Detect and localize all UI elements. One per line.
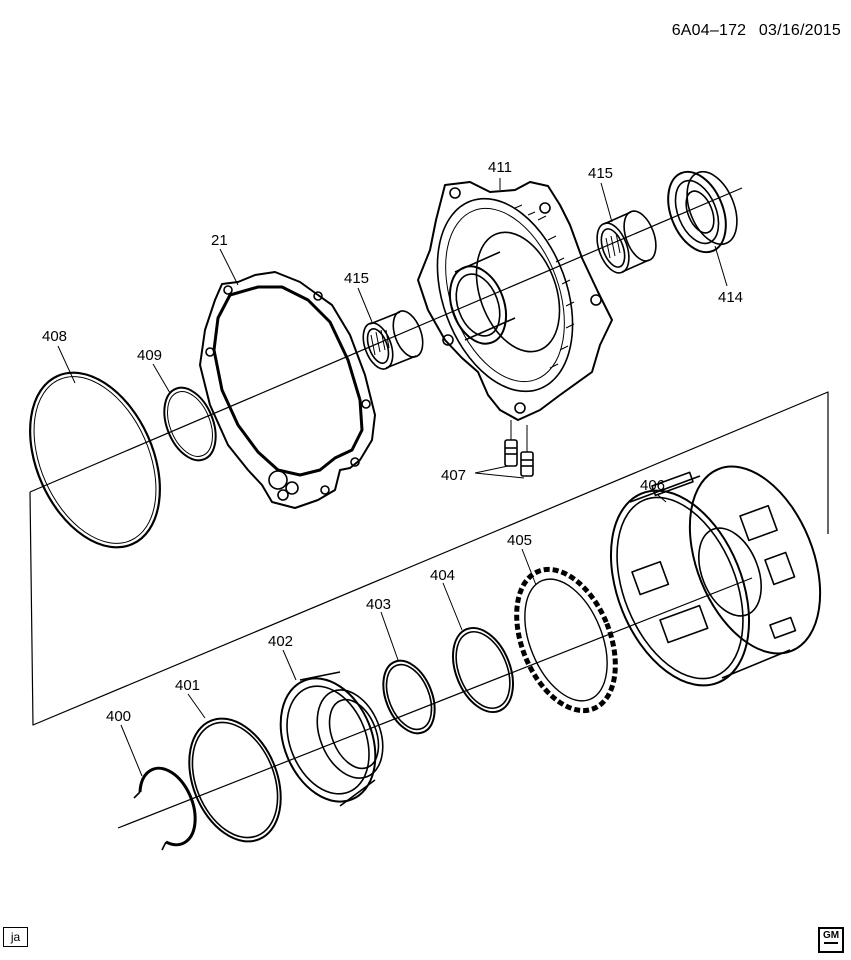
part-407-bolts xyxy=(474,420,534,479)
label-405: 405 xyxy=(507,532,532,549)
drawing-date: 03/16/2015 xyxy=(758,22,841,39)
label-415-left: 415 xyxy=(344,270,369,287)
label-400: 400 xyxy=(106,708,131,725)
part-405-clutch-plate xyxy=(514,566,618,714)
label-408: 408 xyxy=(42,328,67,345)
label-404: 404 xyxy=(430,567,455,584)
part-415-bearing-left xyxy=(362,310,424,370)
gm-logo-bar xyxy=(824,942,838,944)
label-403: 403 xyxy=(366,596,391,613)
leader-lines xyxy=(57,178,728,777)
label-401: 401 xyxy=(175,677,200,694)
part-403-ring xyxy=(382,659,436,735)
drawing-header: 6A04–172 03/16/2015 xyxy=(672,22,841,40)
callout-labels: 408 409 21 415 411 415 414 407 406 405 4… xyxy=(42,159,743,725)
label-414: 414 xyxy=(718,289,743,306)
drawing-code: 6A04–172 xyxy=(671,22,747,39)
label-411: 411 xyxy=(488,159,512,176)
part-21-gasket xyxy=(199,271,376,509)
gm-logo-text: GM xyxy=(822,930,840,941)
revision-stamp: ja xyxy=(3,927,28,947)
gm-logo: GM xyxy=(818,927,844,953)
part-408-ring xyxy=(29,371,161,549)
label-21: 21 xyxy=(211,232,228,249)
part-404-ring xyxy=(452,626,514,714)
part-401-ring xyxy=(188,717,282,843)
label-415-right: 415 xyxy=(588,165,613,182)
label-406: 406 xyxy=(640,477,665,494)
label-409: 409 xyxy=(137,347,162,364)
axis-lines xyxy=(29,187,829,829)
part-400-snap-ring xyxy=(133,766,197,851)
part-411-pump-body xyxy=(417,181,613,421)
part-406-drum xyxy=(609,465,822,687)
part-402-piston xyxy=(279,671,384,807)
part-414-seal xyxy=(667,170,738,254)
label-402: 402 xyxy=(268,633,293,650)
label-407: 407 xyxy=(441,467,466,484)
part-409-ring xyxy=(163,386,217,462)
part-415-bearing-right xyxy=(596,210,657,274)
